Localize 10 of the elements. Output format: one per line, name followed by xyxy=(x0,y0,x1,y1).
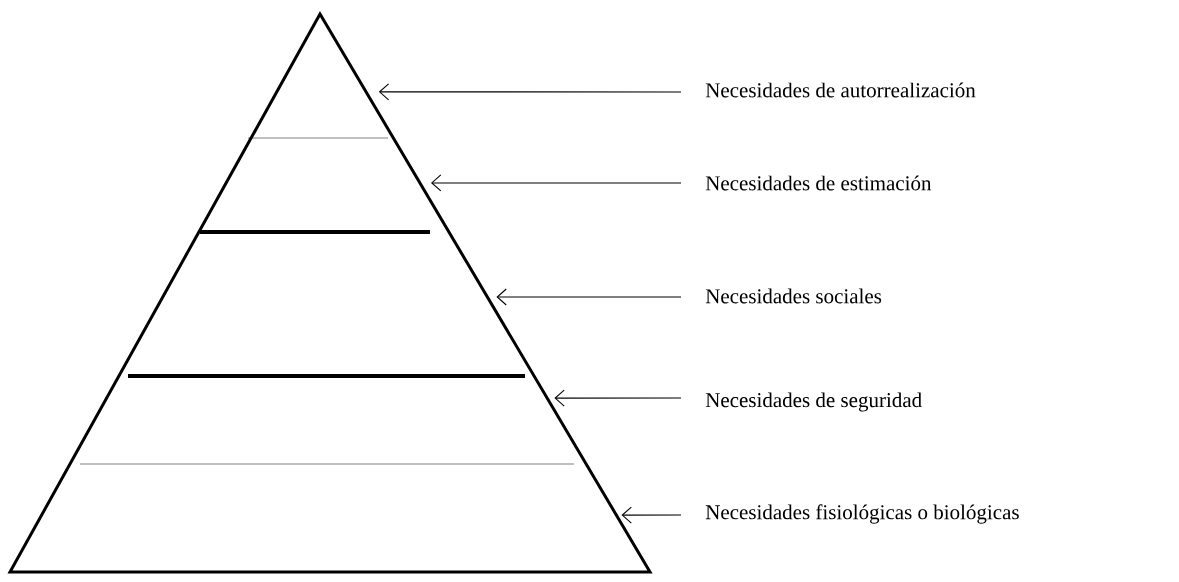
level-label: Necesidades de estimación xyxy=(705,175,932,191)
arrow xyxy=(431,174,682,192)
arrow xyxy=(554,389,682,407)
level-label: Necesidades sociales xyxy=(705,288,882,304)
arrow xyxy=(378,83,682,101)
level-label: Necesidades de autorrealización xyxy=(705,82,976,98)
level-label: Necesidades fisiológicas o biológicas xyxy=(705,504,1019,524)
level-label: Necesidades de seguridad xyxy=(705,392,922,412)
arrow xyxy=(496,288,682,306)
arrow xyxy=(621,506,682,524)
